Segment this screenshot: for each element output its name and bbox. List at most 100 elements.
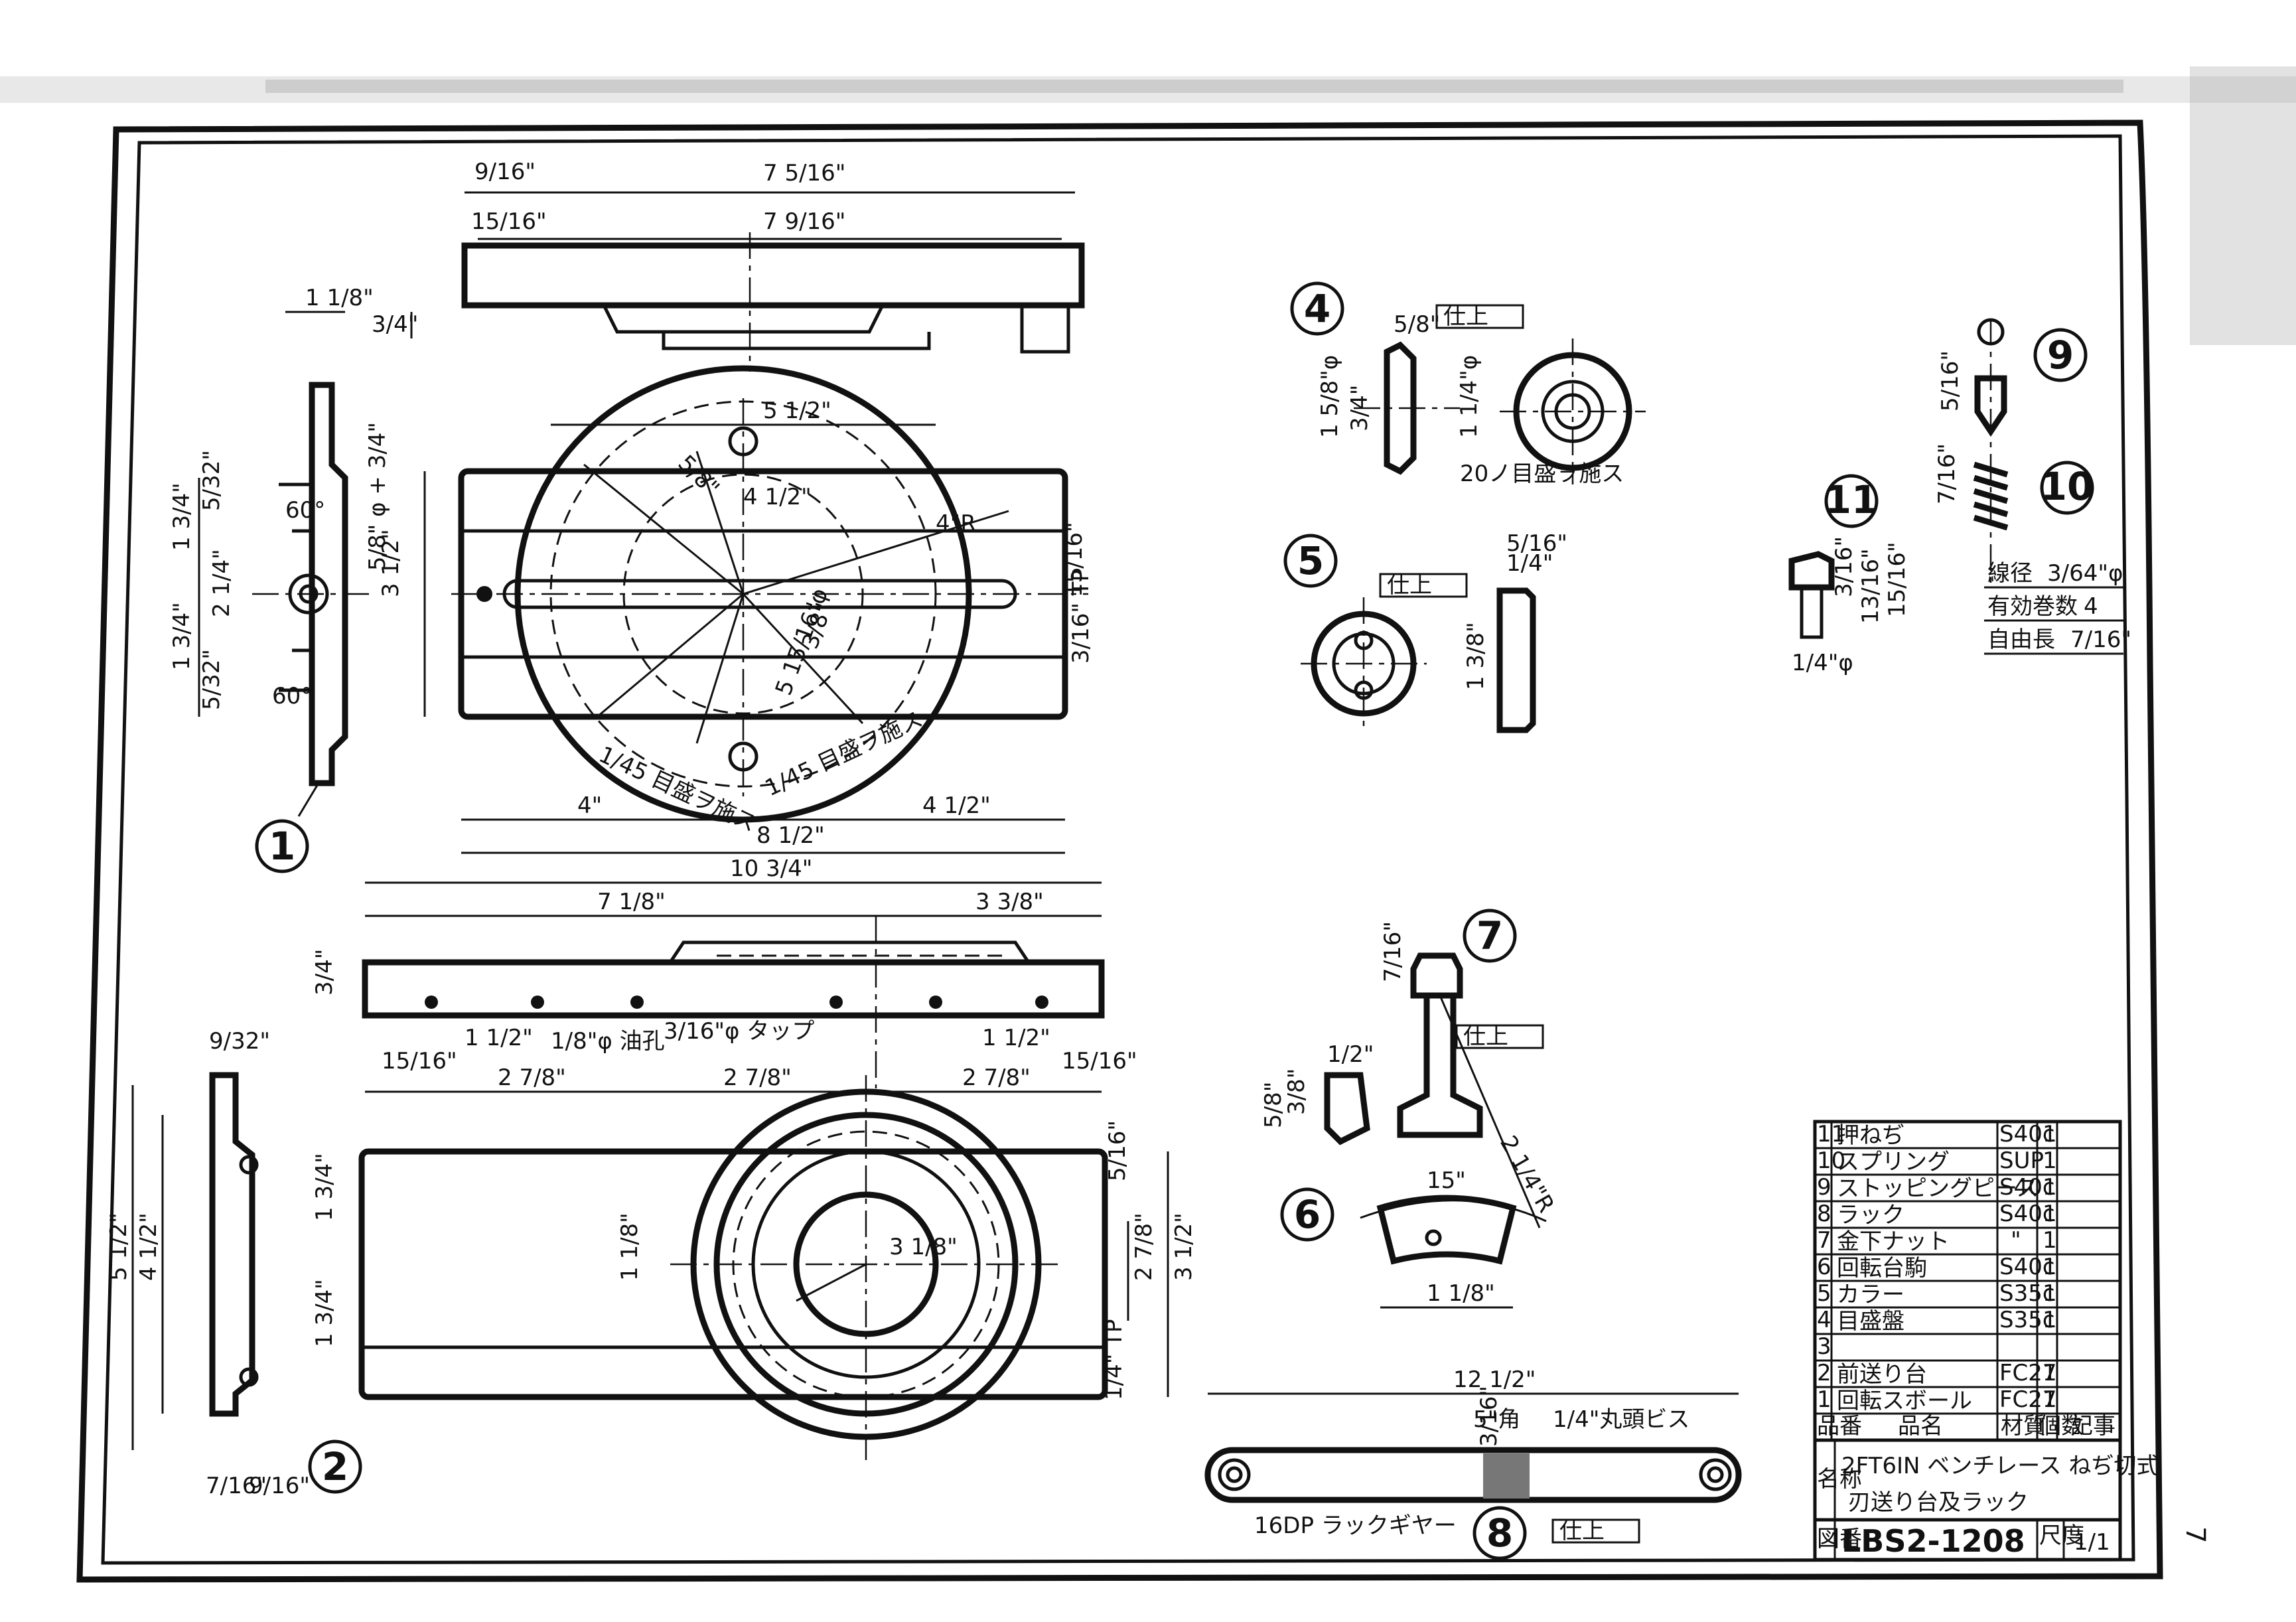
- top-dim-inner: 7 9/16": [763, 208, 845, 235]
- balloon-9: 9: [2033, 328, 2088, 382]
- front-dim-top: 9/32": [209, 1028, 270, 1055]
- svg-text:材質: 材質: [2001, 1413, 2046, 1439]
- svg-text:11: 11: [1817, 1121, 1845, 1147]
- svg-text:5: 5: [1297, 538, 1324, 583]
- part4-note: 20ノ目盛ヲ施ス: [1460, 461, 1624, 487]
- balloon-4: 4: [1290, 281, 1344, 336]
- rail-dim-end-left: 15/16": [382, 1048, 457, 1074]
- title-row-5: 5 カラー S35c 1: [1817, 1280, 2057, 1308]
- title-row-11: 11 押ねぢ S40c 1: [1817, 1121, 2057, 1149]
- svg-text:1: 1: [2043, 1121, 2057, 1147]
- svg-text:記事: 記事: [2070, 1413, 2116, 1439]
- part11-dim-b: 13/16": [1857, 548, 1884, 624]
- part11-dim-c: 15/16": [1884, 542, 1910, 617]
- svg-text:9: 9: [1817, 1174, 1831, 1201]
- svg-text:FC27: FC27: [1999, 1386, 2057, 1413]
- part6-dim-h3: 1/2": [1327, 1041, 1374, 1068]
- part6-dim-top: 15": [1427, 1167, 1466, 1194]
- side-dim-top: 1 1/8": [305, 285, 374, 311]
- rotary-dim-width: 8 1/2": [756, 822, 825, 849]
- rail-note-oil-hole: 1/8"φ 油孔: [551, 1028, 665, 1055]
- svg-text:4: 4: [1304, 286, 1330, 331]
- part8-dim-head: 3/16": [1476, 1386, 1502, 1447]
- svg-text:1: 1: [1817, 1386, 1831, 1413]
- svg-text:1: 1: [2043, 1307, 2057, 1333]
- title-row-4: 4 目盛盤 S35c 1: [1817, 1307, 2057, 1335]
- part5-finish: 仕上: [1387, 572, 1432, 599]
- view-part5: 仕上 1 3/8" 1/4" 5/16": [1301, 530, 1567, 733]
- svg-text:ラック: ラック: [1837, 1202, 1904, 1228]
- title-row-7: 7 金下ナット " 1: [1817, 1227, 2057, 1255]
- svg-text:10: 10: [2041, 464, 2094, 509]
- side-dim-upper: 1 3/4": [169, 482, 195, 551]
- rail-dim-left: 7 1/8": [597, 889, 666, 915]
- svg-text:金下ナット: 金下ナット: [1837, 1228, 1950, 1255]
- svg-text:カラー: カラー: [1837, 1282, 1904, 1308]
- svg-text:S40c: S40c: [1999, 1201, 2055, 1227]
- svg-text:ストッピングピース: ストッピングピース: [1837, 1175, 2039, 1202]
- balloon-7: 7: [1463, 909, 1517, 963]
- spring-free-label: 自由長: [1987, 627, 2055, 653]
- side-dim-angle-bottom: 60°: [272, 683, 312, 709]
- part10-dim: 7/16": [1934, 443, 1960, 504]
- spring-spec-table: 線径 3/64"φ 有効巻数 4 自由長 7/16": [1984, 560, 2131, 655]
- rail-dim-overall: 10 3/4": [730, 855, 812, 882]
- svg-text:S40c: S40c: [1999, 1174, 2055, 1201]
- svg-text:1: 1: [269, 824, 295, 869]
- part7-dim-nut: 7/16": [1380, 921, 1406, 982]
- view-front-rail: 10 3/4" 7 1/8" 3 3/8" 2 7/8" 2 7/8" 2 7/…: [311, 855, 1137, 1093]
- rotary-dim-hole: 5/8": [673, 450, 725, 502]
- side-dim-mid: 2 1/4": [208, 549, 235, 617]
- balloon-11: 11: [1824, 474, 1879, 528]
- part6-dim-h2: 3/8": [1283, 1069, 1310, 1115]
- part4-dim-d: 5/8": [1394, 311, 1440, 338]
- balloon-10: 10: [2040, 461, 2094, 515]
- title-row-2: 2 前送り台 FC27 1: [1817, 1360, 2057, 1388]
- view-front-plan: 5 1/2" 4 1/2" 3 1/2" 2 7/8" 3 1/8" 1 1/8…: [106, 1028, 1197, 1499]
- spring-turns-label: 有効巻数: [1987, 593, 2078, 620]
- svg-text:1: 1: [2043, 1227, 2057, 1254]
- front-dim-right-h: 3 1/2": [1171, 1213, 1197, 1281]
- svg-text:1: 1: [2043, 1201, 2057, 1227]
- balloon-6: 6: [1280, 1187, 1334, 1242]
- svg-text:1: 1: [2043, 1280, 2057, 1307]
- rotary-dim-right-a: 15/16": [1061, 522, 1088, 597]
- svg-text:1: 1: [2043, 1254, 2057, 1280]
- rail-note-tap: 3/16"φ タップ: [664, 1018, 814, 1045]
- side-dim-angle-top: 60°: [285, 497, 325, 524]
- part4-dim-c: 3/4": [1346, 385, 1373, 431]
- rail-dim-gap-left: 1 1/2": [465, 1025, 533, 1051]
- top-dim-overall: 7 5/16": [763, 160, 845, 186]
- rotary-dim-left: 4": [577, 792, 602, 819]
- front-dim-right-h2: 2 7/8": [1131, 1213, 1157, 1281]
- svg-text:1: 1: [2043, 1174, 2057, 1201]
- title-row-1: 1 回転スボール FC27 1: [1817, 1386, 2057, 1414]
- svg-text:8: 8: [1486, 1511, 1513, 1556]
- part5-dim-c: 5/16": [1506, 530, 1567, 557]
- svg-text:2: 2: [1817, 1360, 1831, 1386]
- balloon-5: 5: [1283, 534, 1338, 588]
- svg-text:5: 5: [1817, 1280, 1831, 1307]
- spring-turns-value: 4: [2084, 593, 2098, 620]
- part4-finish: 仕上: [1443, 303, 1488, 330]
- top-dim-left-offset: 9/16": [474, 159, 536, 185]
- side-dim-small-a: 5/32": [198, 450, 225, 511]
- svg-text:S40c: S40c: [1999, 1254, 2055, 1280]
- svg-text:S35c: S35c: [1999, 1280, 2055, 1307]
- rail-dim-pitch-c: 2 7/8": [962, 1065, 1031, 1091]
- part9-dim: 5/16": [1937, 350, 1964, 411]
- top-dim-height: 3/4": [372, 311, 418, 338]
- svg-text:7: 7: [1817, 1227, 1831, 1254]
- rail-dim-pitch-a: 2 7/8": [498, 1065, 566, 1091]
- svg-text:1: 1: [2043, 1360, 2057, 1386]
- svg-text:": ": [2011, 1227, 2021, 1254]
- view-top: 7 5/16" 7 9/16" 9/16" 15/16" 5 1/2" 3/4": [372, 159, 1085, 426]
- part8-note-gear: 16DP ラックギヤー: [1254, 1512, 1457, 1539]
- rotary-note-graduation-left: 1/45 目盛ヲ施ス: [595, 741, 760, 838]
- svg-text:回転台駒: 回転台駒: [1837, 1255, 1927, 1282]
- svg-text:6: 6: [1294, 1192, 1321, 1237]
- svg-text:6: 6: [1817, 1254, 1831, 1280]
- svg-text:スプリング: スプリング: [1837, 1149, 1950, 1175]
- rail-dim-gap-right: 1 1/2": [982, 1025, 1050, 1051]
